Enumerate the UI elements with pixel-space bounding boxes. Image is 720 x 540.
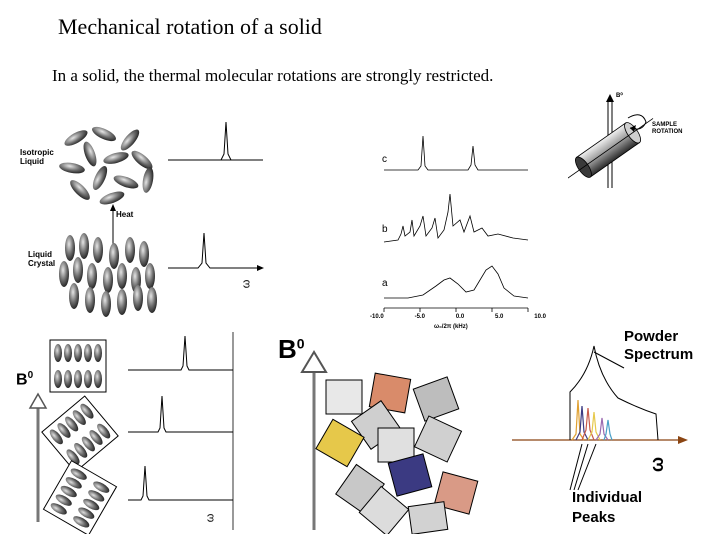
orientation-figure: B0 ω <box>8 322 246 536</box>
heat-label: Heat <box>116 210 134 219</box>
field-superscript: 0 <box>27 370 34 381</box>
field-b: B <box>278 334 297 364</box>
isotropic-label-line1: Isotropic <box>20 148 54 157</box>
slide-title: Mechanical rotation of a solid <box>58 14 322 39</box>
orientation-graphic <box>28 332 234 536</box>
sample-rotation-figure: B⁰ SAMPLE ROTATION <box>566 92 708 192</box>
sample-rotation-label: SAMPLE ROTATION <box>652 122 682 136</box>
mas-spectra-figure: c b a -10.0 -5.0 0.0 5.0 10.0 ω₀/2π (kHz… <box>370 108 546 338</box>
crystallite-aligned <box>49 339 107 393</box>
slide-title-row: Mechanical rotation of a solid <box>38 14 322 40</box>
x-tick: -5.0 <box>414 314 425 320</box>
x-tick: 10.0 <box>534 314 546 320</box>
liquid-crystal-label-line2: Crystal <box>28 259 56 268</box>
mas-x-tick-labels: -10.0 -5.0 0.0 5.0 10.0 <box>370 314 546 320</box>
crystallite-tilted-60 <box>42 460 118 536</box>
rotor-field-label: B⁰ <box>616 93 623 99</box>
powder-label-line1: Powder <box>624 328 679 345</box>
powder-omega-label: ω <box>647 456 668 473</box>
liquid-crystal-label: Liquid Crystal <box>28 250 55 268</box>
peak-pointer-lines <box>569 443 597 491</box>
isotropic-label: Isotropic Liquid <box>20 148 54 166</box>
x-tick: -10.0 <box>370 314 384 320</box>
individual-peaks <box>571 399 613 441</box>
liquid-crystal-figure: Isotropic Liquid Heat Liquid Crystal ω <box>18 118 268 318</box>
peaks-label-line2: Peaks <box>572 509 616 526</box>
sample-rotation-label-line1: SAMPLE <box>652 122 678 128</box>
orientation-field-label: B0 <box>16 370 33 389</box>
mas-x-axis-label: ω₀/2π (kHz) <box>434 324 468 330</box>
mas-spectra-graphic <box>383 135 529 312</box>
crystallite-collection <box>315 372 479 537</box>
individual-peaks-label: Individual Peaks <box>572 488 642 528</box>
powder-field-label: B0 <box>278 334 305 365</box>
liquid-crystal-molecules <box>59 233 157 317</box>
rotor-graphic <box>566 94 654 188</box>
isotropic-label-line2: Liquid <box>20 157 44 166</box>
peaks-label-line1: Individual <box>572 489 643 506</box>
powder-spectrum-figure: B0 Powder Spectrum Individual Peaks ω <box>270 322 714 537</box>
trace-c-label: c <box>382 154 387 165</box>
orientation-omega-label: ω <box>204 513 217 523</box>
liquid-crystal-spectrum <box>168 232 264 271</box>
trace-b-label: b <box>382 224 388 235</box>
x-tick: 0.0 <box>455 314 465 320</box>
slide-subtitle-row: In a solid, the thermal molecular rotati… <box>22 66 493 86</box>
omega-axis-label: ω <box>240 279 253 289</box>
field-b: B <box>16 371 28 389</box>
isotropic-molecules <box>59 126 154 205</box>
powder-graphic <box>300 345 688 537</box>
powder-spectrum-label: Powder Spectrum <box>624 328 693 364</box>
isotropic-spectrum <box>168 121 263 161</box>
trace-a-label: a <box>382 278 388 289</box>
x-tick: 5.0 <box>495 314 504 320</box>
field-superscript: 0 <box>296 335 305 352</box>
crystallite-tilted-45 <box>41 395 119 473</box>
liquid-crystal-graphic <box>59 121 264 317</box>
slide-subtitle: In a solid, the thermal molecular rotati… <box>52 66 494 85</box>
sample-rotation-label-line2: ROTATION <box>652 129 683 135</box>
powder-label-line2: Spectrum <box>624 346 694 363</box>
liquid-crystal-label-line1: Liquid <box>28 250 52 259</box>
